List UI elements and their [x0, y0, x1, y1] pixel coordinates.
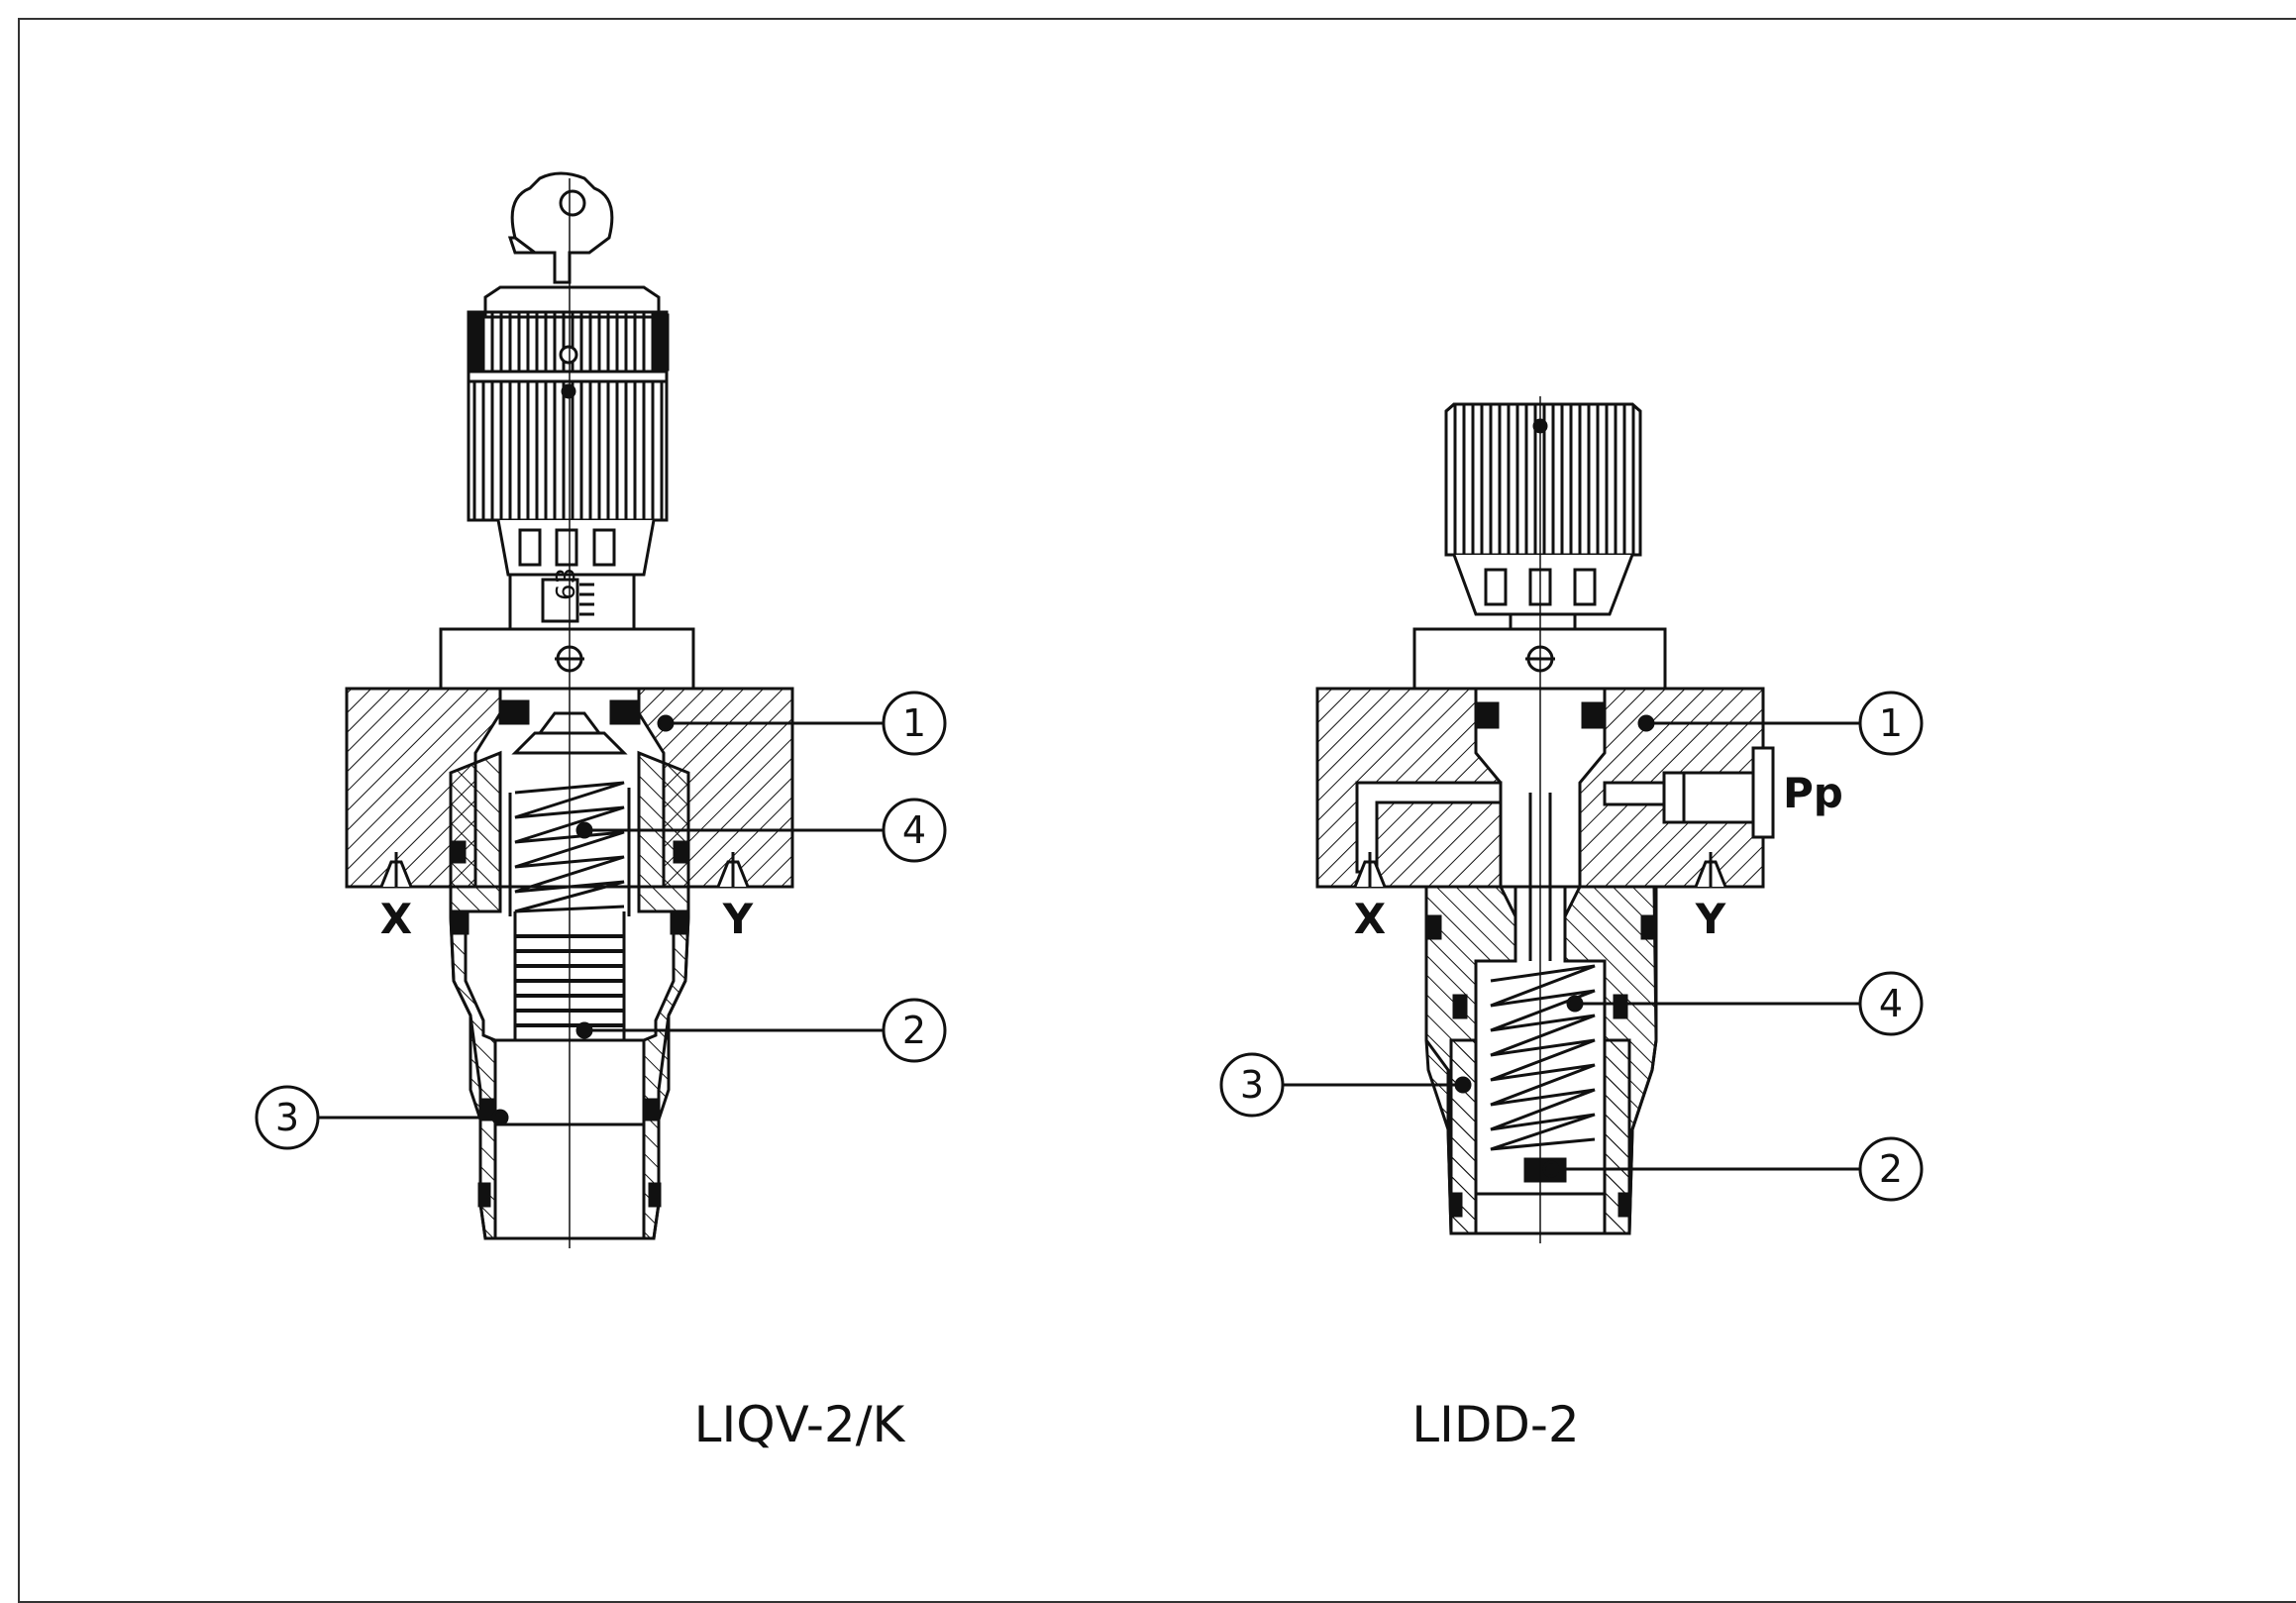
callout-3-right: 3	[1240, 1063, 1264, 1107]
port-pp-label: Pp	[1783, 769, 1843, 817]
callout-4-left: 4	[902, 808, 926, 852]
caption-left: LIQV-2/K	[694, 1396, 906, 1453]
callout-2-right: 2	[1879, 1147, 1903, 1191]
callout-1-right: 1	[1879, 701, 1903, 745]
valve-drawing-left: 63	[255, 171, 947, 1248]
port-x-label-left: X	[380, 895, 412, 943]
callout-4-right: 4	[1879, 982, 1903, 1025]
port-y-label-right: Y	[1695, 895, 1726, 943]
dial-label: 63	[552, 568, 581, 600]
callout-2-left: 2	[902, 1009, 926, 1052]
callout-1-left: 1	[902, 701, 926, 745]
knurled-knob-icon	[1444, 402, 1642, 557]
key-handle-icon	[507, 171, 614, 284]
valve-drawing-right	[1219, 396, 1924, 1243]
port-y-label-left: Y	[722, 895, 754, 943]
caption-right: LIDD-2	[1411, 1396, 1579, 1453]
port-x-label-right: X	[1354, 895, 1386, 943]
callout-3-left: 3	[275, 1096, 299, 1139]
knurled-knob-icon	[467, 310, 670, 522]
spring-coil-icon	[1490, 964, 1596, 1151]
